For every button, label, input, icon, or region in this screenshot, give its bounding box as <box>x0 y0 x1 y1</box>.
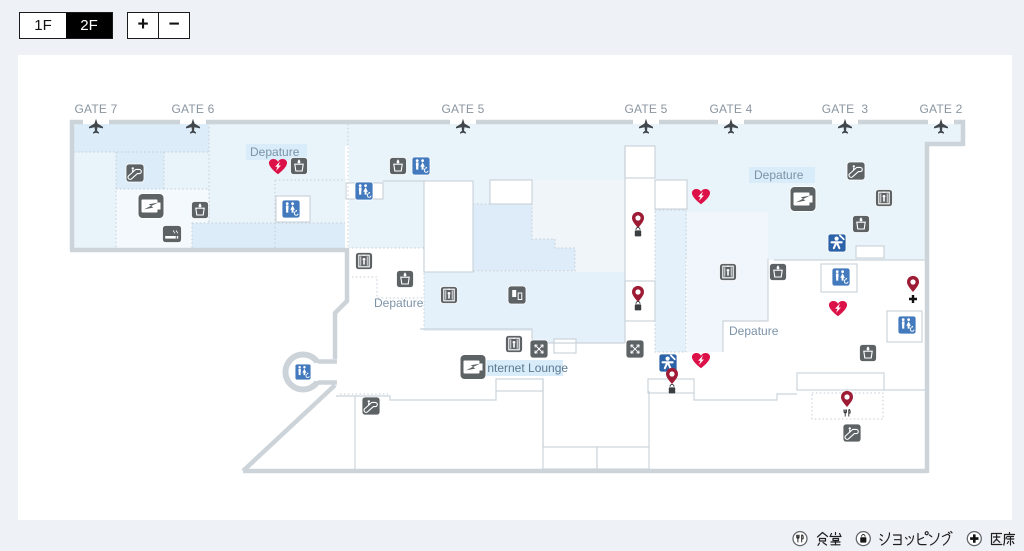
svg-text:GATE 5: GATE 5 <box>625 102 668 116</box>
svg-text:GATE 5: GATE 5 <box>442 102 485 116</box>
svg-text:GATE 3: GATE 3 <box>822 102 869 116</box>
svg-text:Depature: Depature <box>754 168 804 182</box>
svg-text:Depature: Depature <box>250 145 300 159</box>
svg-text:GATE 2: GATE 2 <box>920 102 963 116</box>
svg-text:Internet Lounge: Internet Lounge <box>484 361 568 375</box>
svg-text:GATE 6: GATE 6 <box>172 102 215 116</box>
svg-text:GATE 7: GATE 7 <box>75 102 118 116</box>
svg-text:GATE 4: GATE 4 <box>710 102 753 116</box>
svg-text:Depature: Depature <box>729 324 779 338</box>
svg-text:Depature: Depature <box>374 296 424 310</box>
